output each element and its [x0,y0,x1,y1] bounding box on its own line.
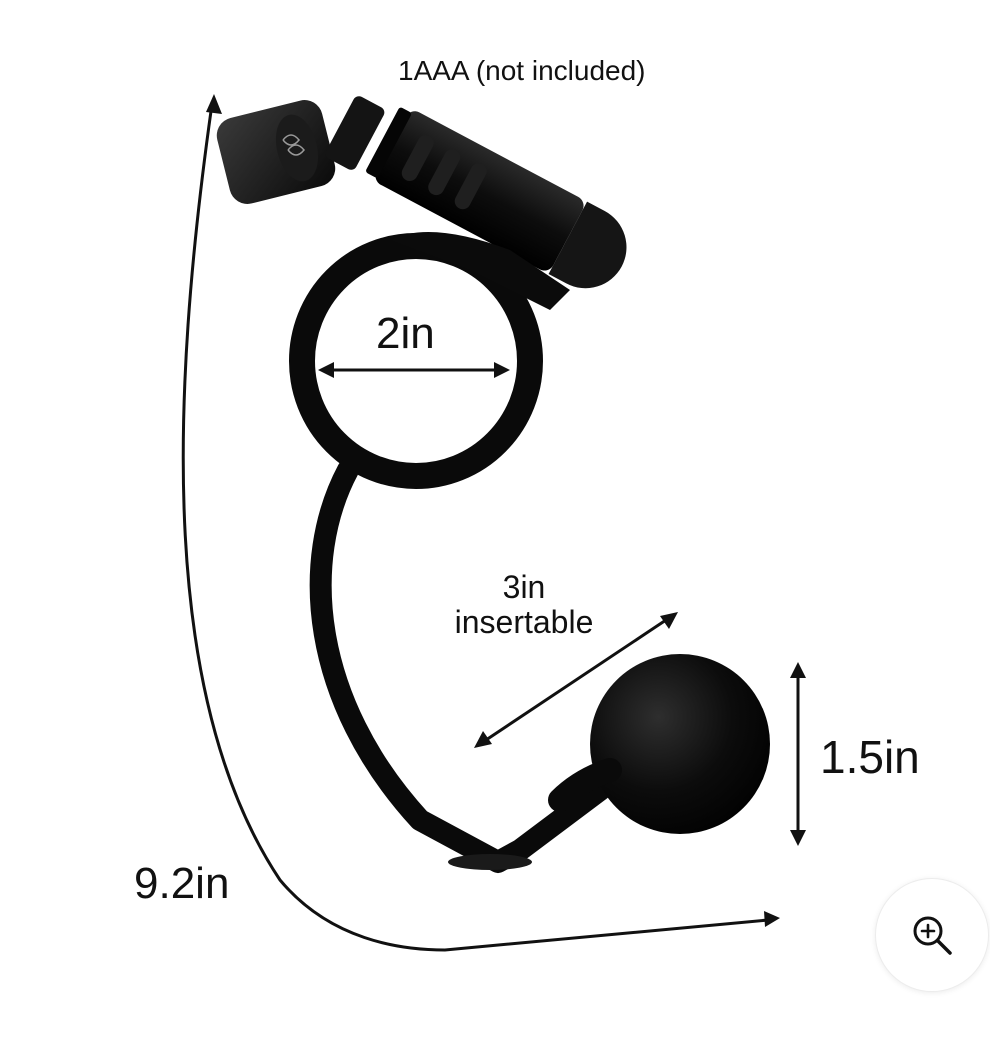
ball-diameter-label: 1.5in [820,731,920,783]
ball-height-arrow [790,662,806,846]
connector-stem [309,459,611,873]
ring-diameter-label: 2in [376,309,435,358]
ring [289,232,570,489]
insertable-label: 3in insertable [434,569,614,641]
insertable-arrow [474,612,678,748]
anal-ball [548,654,770,834]
zoom-in-icon [913,916,952,955]
total-length-label: 9.2in [134,859,230,908]
total-length-arrow [181,94,780,952]
ring-width-arrow [318,362,510,378]
insertable-word: insertable [454,604,594,641]
insertable-length-value: 3in [502,569,546,605]
bullet-vibrator [325,96,627,289]
zoom-button[interactable] [875,878,989,992]
battery-label: 1AAA (not included) [398,55,646,86]
battery-cap [216,100,336,204]
